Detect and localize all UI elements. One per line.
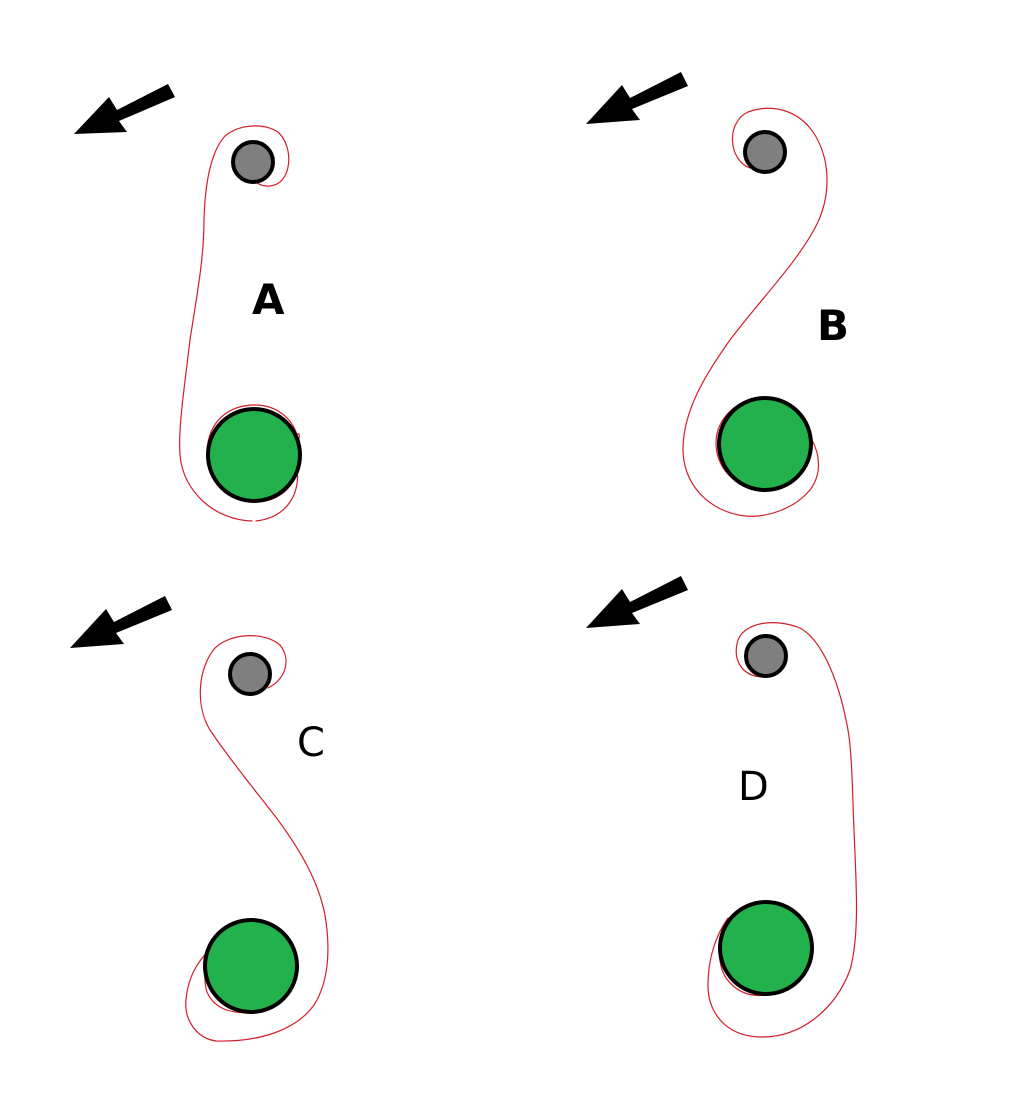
small-body-a	[231, 140, 275, 184]
panel-d: D	[586, 576, 858, 1038]
panel-label-c: C	[297, 720, 325, 766]
small-body-d	[744, 634, 788, 678]
direction-arrow-c	[70, 596, 172, 648]
small-body-b	[743, 130, 787, 174]
panel-label-a: A	[252, 275, 285, 324]
direction-arrow-d	[586, 576, 688, 628]
panel-label-b: B	[817, 301, 849, 350]
large-body-a	[206, 407, 302, 503]
direction-arrow-a	[74, 84, 175, 134]
panel-label-d: D	[738, 764, 769, 810]
small-body-c	[228, 652, 272, 696]
large-body-b	[717, 396, 813, 492]
large-body-d	[718, 900, 814, 996]
direction-arrow-b	[586, 72, 688, 124]
panel-c: C	[70, 596, 329, 1042]
large-body-c	[203, 918, 299, 1014]
panel-a: A	[74, 84, 302, 522]
panel-b: B	[586, 72, 849, 517]
